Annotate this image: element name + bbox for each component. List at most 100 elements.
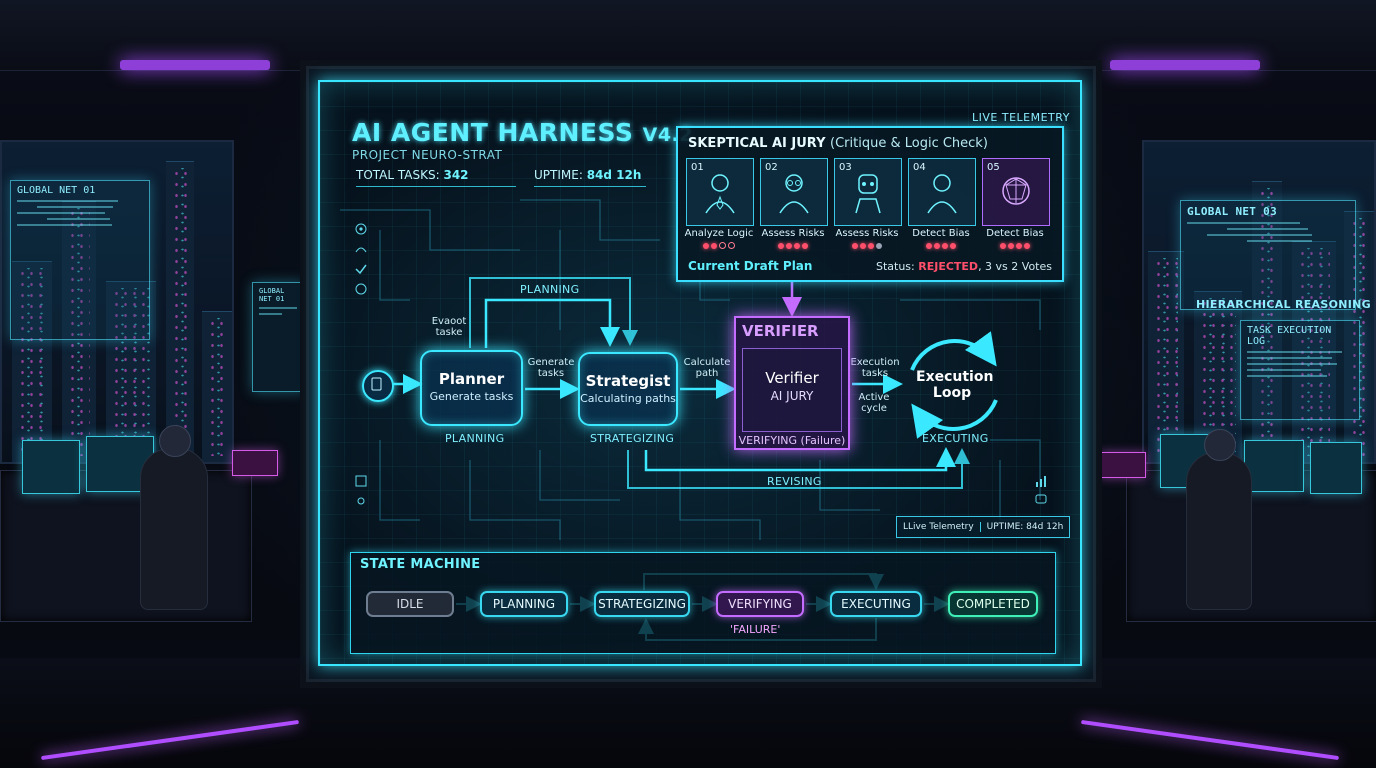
holo-line: [17, 200, 118, 202]
juror-card-1[interactable]: 01: [686, 158, 754, 226]
gear-icon[interactable]: [354, 222, 368, 236]
holo-line: [259, 307, 297, 309]
execution-state-label: EXECUTING: [922, 432, 989, 445]
person-icon: [927, 174, 957, 214]
holo-line: [1227, 228, 1308, 230]
jury-status: Status: REJECTED, 3 vs 2 Votes: [876, 260, 1052, 273]
neural-orb-icon: [1002, 177, 1030, 205]
state-completed[interactable]: COMPLETED: [948, 591, 1038, 617]
exec-title-line: Execution: [916, 369, 994, 385]
verifier-subtitle: AI JURY: [770, 389, 814, 403]
vote-dots: [679, 242, 759, 252]
strategist-node[interactable]: Strategist Calculating paths: [578, 352, 678, 426]
juror-role: Analyze Logic: [684, 228, 754, 239]
global-net-title: GLOBAL NET 01: [17, 185, 96, 196]
juror-card-4[interactable]: 04: [908, 158, 976, 226]
building: [166, 161, 194, 462]
current-draft-plan-label[interactable]: Current Draft Plan: [688, 259, 813, 273]
global-net-panel-small: GLOBAL NET 01: [252, 282, 304, 392]
hierarchical-reasoning-label: HIERARCHICAL REASONING: [1196, 298, 1371, 311]
execution-tasks-caption: Execution tasks: [850, 357, 900, 379]
title-text: AI AGENT HARNESS: [352, 118, 634, 147]
console-screen: [1310, 442, 1362, 494]
building: [106, 281, 156, 462]
coin-icon[interactable]: [354, 282, 368, 296]
holo-line: [1207, 234, 1313, 236]
document-icon: [371, 377, 382, 391]
operator-left: [140, 425, 208, 610]
juror-card-2[interactable]: 02: [760, 158, 828, 226]
mini-telemetry-uptime: UPTIME: 84d 12h: [979, 522, 1064, 532]
strategist-title: Strategist: [585, 372, 671, 390]
juror-number: 05: [987, 162, 1000, 173]
signal-icon[interactable]: [354, 242, 368, 256]
total-tasks-value: 342: [443, 168, 469, 182]
verifier-header: VERIFIER: [742, 322, 819, 340]
holo-line: [1247, 240, 1312, 242]
state-machine-panel: [350, 552, 1056, 654]
start-node[interactable]: [362, 370, 394, 402]
state-idle[interactable]: IDLE: [366, 591, 454, 617]
holo-line: [1247, 369, 1322, 371]
right-window: [1142, 140, 1376, 464]
juror-card-5[interactable]: 05: [982, 158, 1050, 226]
vote-dots: [753, 242, 833, 252]
generate-tasks-caption: Generate tasks: [526, 357, 576, 379]
state-verifying[interactable]: VERIFYING: [716, 591, 804, 617]
console-screen: [22, 440, 80, 494]
holo-line: [1247, 375, 1327, 377]
uptime-value: 84d 12h: [586, 168, 642, 182]
juror-number: 03: [839, 162, 852, 173]
juror-card-3[interactable]: 03: [834, 158, 902, 226]
holo-line: [1247, 351, 1343, 353]
execution-loop-icon: [910, 331, 998, 439]
holo-line: [47, 218, 110, 220]
total-tasks-stat: TOTAL TASKS: 342: [356, 164, 516, 187]
planner-node[interactable]: Planner Generate tasks: [420, 350, 523, 426]
holo-line: [1247, 363, 1338, 365]
check-icon[interactable]: [354, 262, 368, 276]
square-icon[interactable]: [354, 474, 368, 488]
task-log-panel: TASK EXECUTION LOG: [1240, 320, 1360, 420]
state-strategizing[interactable]: STRATEGIZING: [594, 591, 690, 617]
juror-role: Assess Risks: [761, 228, 825, 239]
verifier-node[interactable]: VERIFIER Verifier AI JURY VERIFYING (Fai…: [734, 316, 850, 450]
execution-loop-node[interactable]: Execution Loop: [916, 369, 994, 401]
ceiling-light: [120, 60, 270, 70]
vote-dots: [827, 242, 907, 252]
ceiling: [0, 0, 1376, 71]
planner-title: Planner: [438, 370, 505, 388]
status-votes: , 3 vs 2 Votes: [978, 260, 1052, 273]
juror-role: Assess Risks: [835, 228, 899, 239]
left-window: [0, 140, 234, 464]
active-cycle-caption: Active cycle: [852, 392, 896, 414]
holo-line: [17, 212, 106, 214]
caption-line: Execution: [850, 357, 900, 368]
console-screen: [232, 450, 278, 476]
juror-number: 04: [913, 162, 926, 173]
verifier-state-label: VERIFYING (Failure): [738, 434, 846, 447]
holo-line: [259, 313, 282, 315]
operator-head: [1204, 429, 1236, 461]
caption-line: Generate: [527, 357, 575, 368]
task-log-title: TASK EXECUTION LOG: [1247, 325, 1332, 347]
status-label: Status:: [875, 260, 915, 273]
revising-loop-label: REVISING: [767, 475, 822, 488]
global-net-panel-left: GLOBAL NET 01: [10, 180, 150, 340]
evaoot-caption: Evaoot taske: [424, 316, 474, 338]
robot-head-icon: [855, 174, 881, 214]
juror-role: Detect Bias: [912, 228, 970, 239]
uptime-stat: UPTIME: 84d 12h: [534, 164, 646, 187]
operator-head: [159, 425, 191, 457]
project-subtitle: PROJECT NEURO-STRAT: [352, 148, 503, 162]
vote-dots: [901, 242, 981, 252]
total-tasks-label: TOTAL TASKS:: [356, 168, 440, 182]
analyst-icon: [705, 174, 735, 214]
juror-number: 02: [765, 162, 778, 173]
status-rejected: REJECTED: [918, 260, 979, 273]
planning-loop-label: PLANNING: [520, 283, 580, 296]
dot-icon[interactable]: [354, 494, 368, 508]
state-executing[interactable]: EXECUTING: [830, 591, 922, 617]
jury-title: SKEPTICAL AI JURY (Critique & Logic Chec…: [688, 136, 988, 151]
state-planning[interactable]: PLANNING: [480, 591, 568, 617]
